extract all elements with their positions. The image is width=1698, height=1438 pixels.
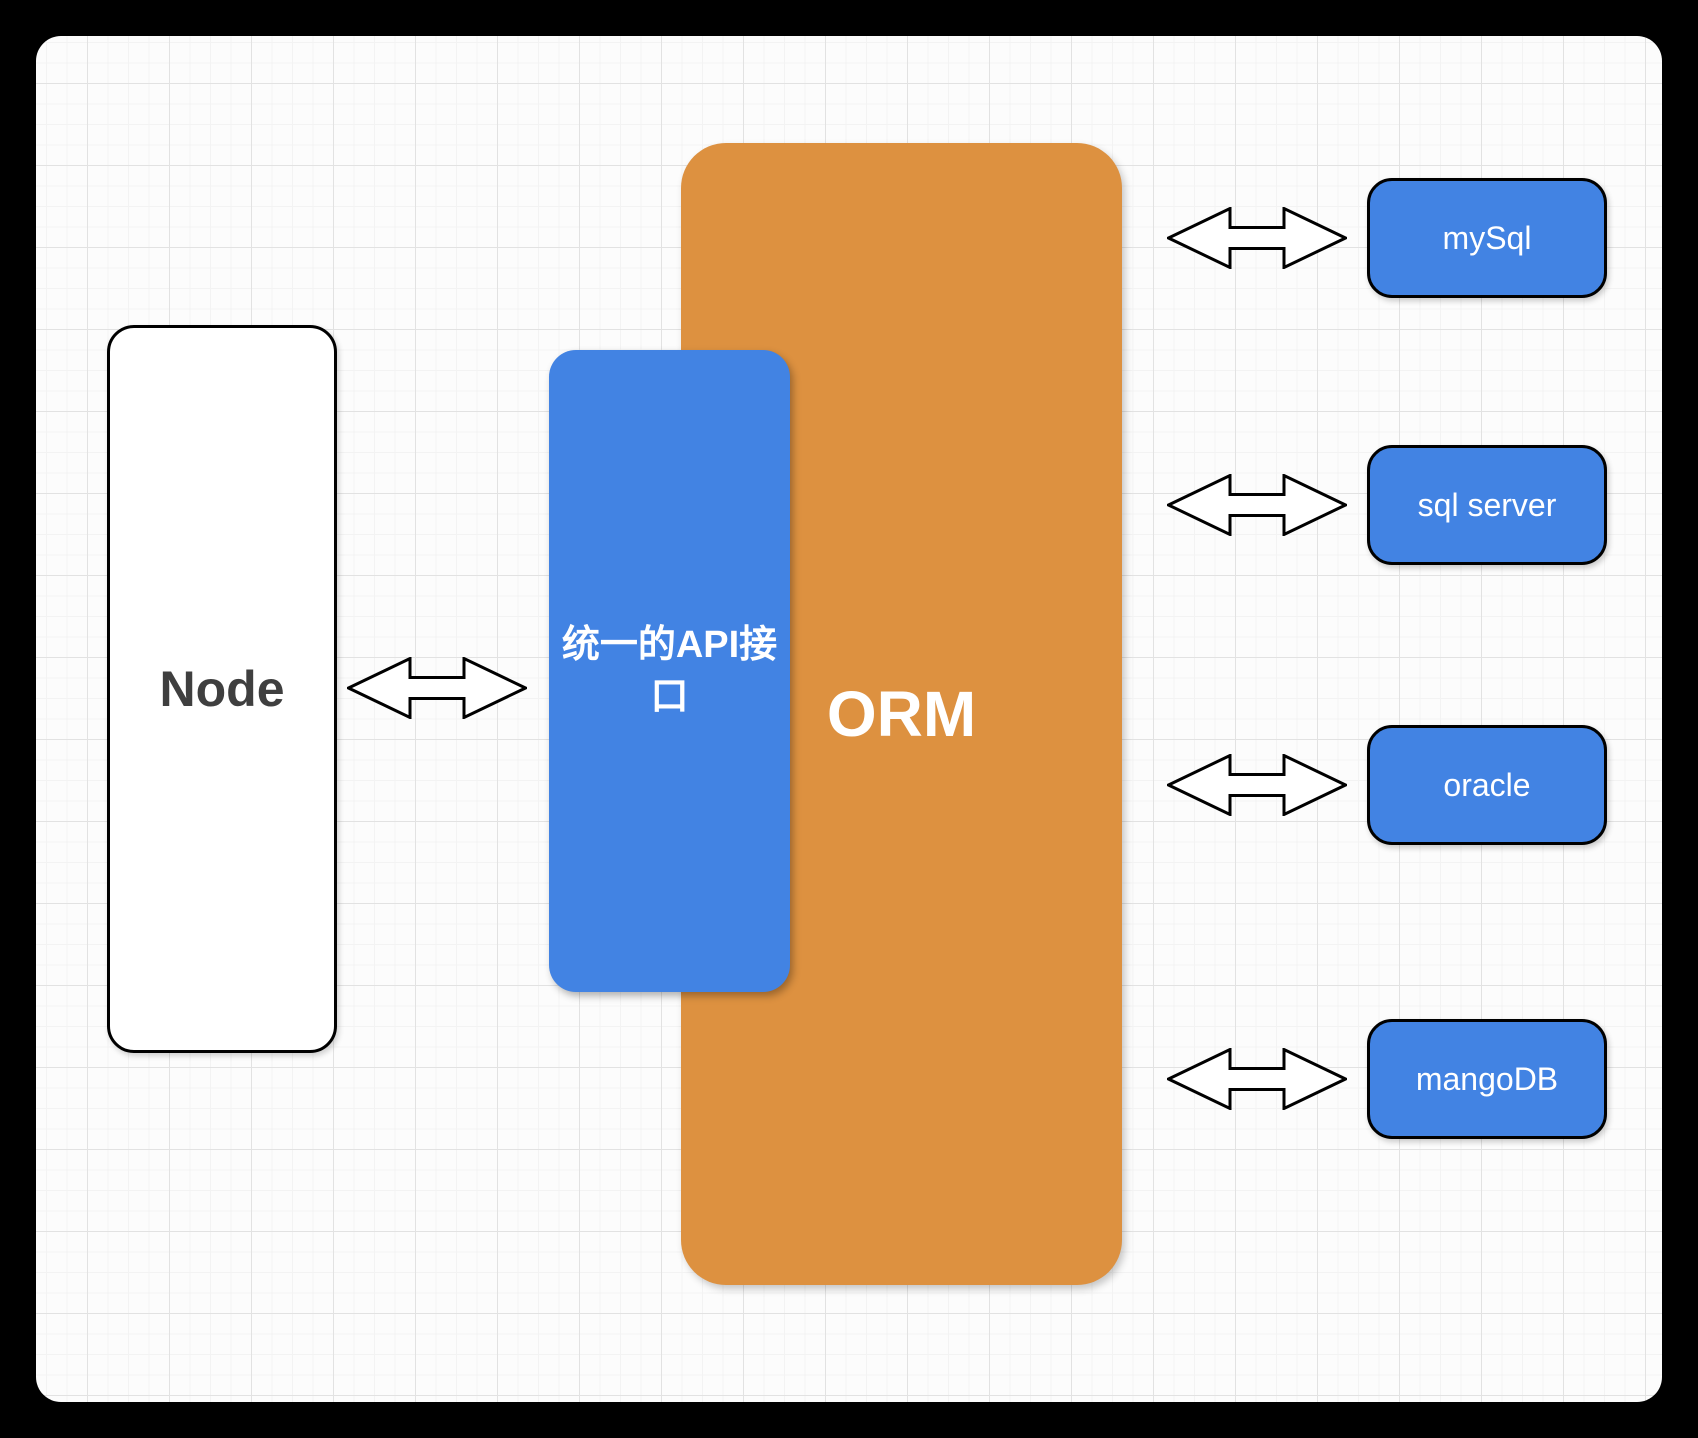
orm-label: ORM (826, 678, 977, 750)
double-arrow-orm-mysql-icon[interactable] (1167, 207, 1347, 269)
double-arrow-orm-oracle-icon[interactable] (1167, 754, 1347, 816)
db-shape-sqlserver[interactable]: sql server (1367, 445, 1607, 565)
double-arrow-orm-sqlserver-icon[interactable] (1167, 474, 1347, 536)
api-interface-shape[interactable]: 统一的API接口 (549, 350, 790, 992)
db-shape-mysql[interactable]: mySql (1367, 178, 1607, 298)
db-shape-mangodb[interactable]: mangoDB (1367, 1019, 1607, 1139)
db-label-sqlserver: sql server (1417, 486, 1557, 523)
node-label: Node (159, 661, 285, 717)
db-shape-oracle[interactable]: oracle (1367, 725, 1607, 845)
db-label-mangodb: mangoDB (1415, 1060, 1559, 1097)
api-interface-label: 统一的API接口 (561, 624, 778, 718)
node-shape[interactable]: Node (107, 325, 337, 1053)
diagram-canvas[interactable]: Node ORM 统一的API接口 mySql (36, 36, 1662, 1402)
double-arrow-node-api-icon[interactable] (347, 657, 527, 719)
db-label-oracle: oracle (1443, 766, 1531, 803)
double-arrow-orm-mangodb-icon[interactable] (1167, 1048, 1347, 1110)
db-label-mysql: mySql (1442, 219, 1532, 256)
